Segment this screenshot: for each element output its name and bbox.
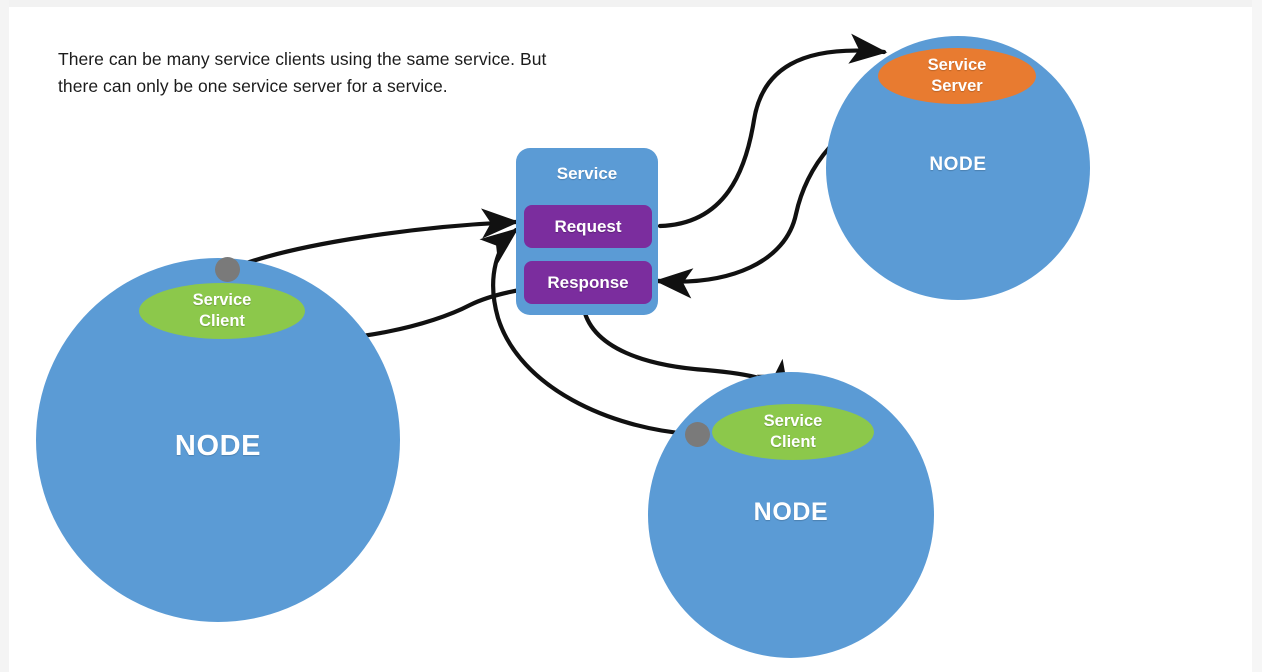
service-server-line-2: Server [931,77,983,95]
request-message-box[interactable]: Request [524,205,652,248]
service-box[interactable]: Service Request Response [516,148,658,315]
response-message-box[interactable]: Response [524,261,652,304]
service-client-left-line-1: Service [192,290,252,309]
connector-dot-client-left[interactable] [215,257,240,282]
node-client-bottom-label: NODE [753,498,829,526]
caption-line-1: There can be many service clients using … [58,49,547,69]
service-server-line-1: Service [927,55,987,74]
node-server-label: NODE [929,154,987,175]
connector-dot-client-bottom[interactable] [685,422,710,447]
service-box-title: Service [556,164,618,183]
request-label: Request [554,216,622,236]
node-client-left-label: NODE [174,430,262,462]
caption-line-2: there can only be one service server for… [58,75,448,96]
response-label: Response [547,272,629,292]
page-edge-top [0,0,1262,7]
service-client-left-line-2: Client [199,312,245,330]
page-edge-left [0,0,9,672]
service-client-bottom-ellipse[interactable]: Service Client [712,404,874,460]
service-client-bottom-line-2: Client [770,433,816,451]
service-client-left-ellipse[interactable]: Service Client [139,283,305,339]
page-edge-right [1252,0,1262,672]
arrow-left-client-to-request [235,208,520,269]
caption-text: There can be many service clients using … [58,46,678,99]
arrow-request-to-server [657,33,888,229]
service-server-ellipse[interactable]: Service Server [878,48,1036,104]
arrow-bottom-client-to-request [479,227,693,437]
service-client-bottom-line-1: Service [763,411,823,430]
